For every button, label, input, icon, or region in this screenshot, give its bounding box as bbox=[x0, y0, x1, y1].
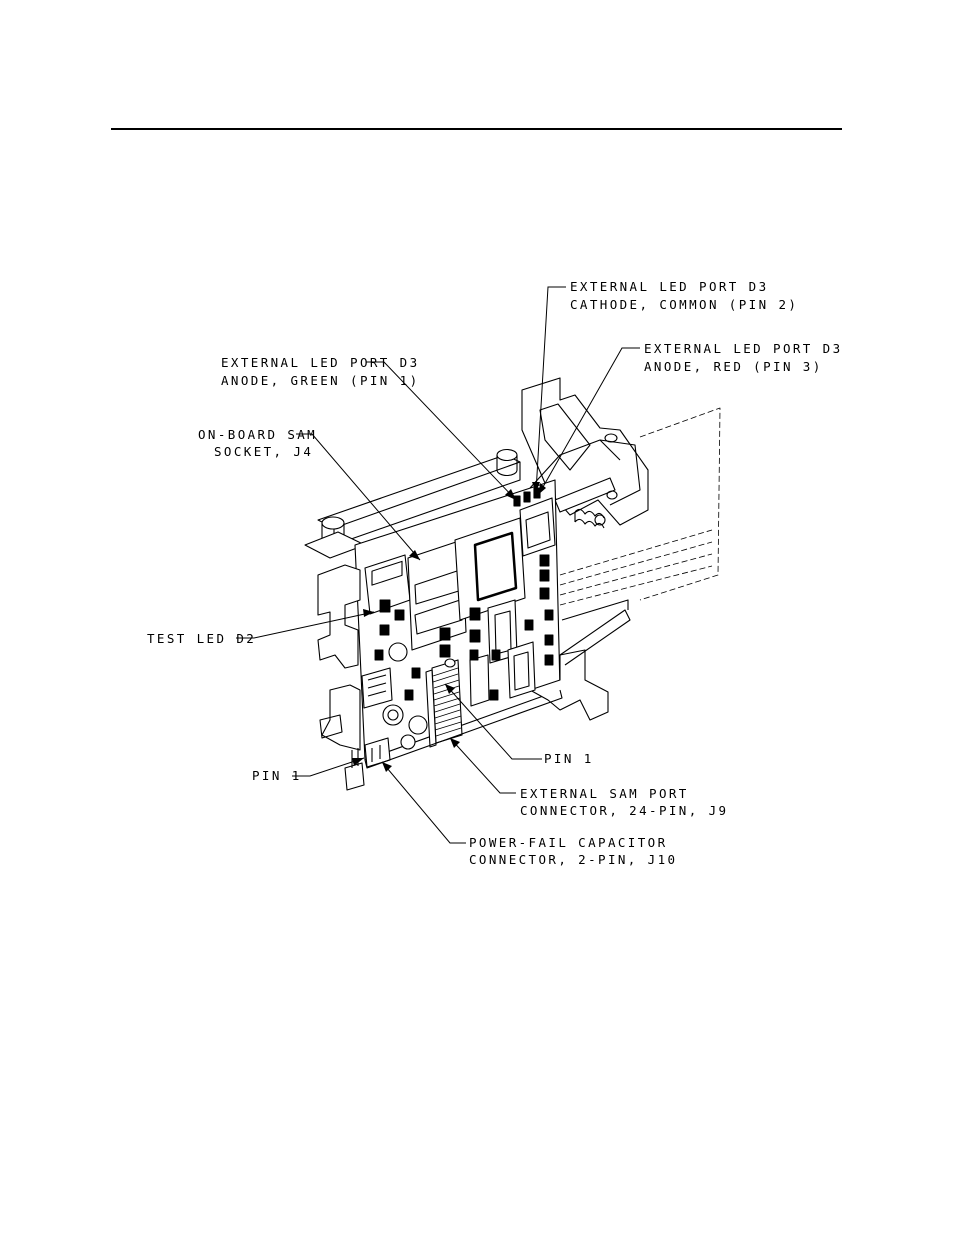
leader-lines bbox=[236, 286, 640, 844]
callout-labels: EXTERNAL LED PORT D3 CATHODE, COMMON (PI… bbox=[147, 279, 852, 867]
card-outline bbox=[559, 407, 721, 606]
label-d3-red: EXTERNAL LED PORT D3 ANODE, RED (PIN 3) bbox=[644, 341, 852, 374]
leader-d3-cathode bbox=[535, 286, 566, 493]
label-pin1-left: PIN 1 bbox=[252, 768, 302, 783]
sam-port-j9 bbox=[425, 658, 463, 748]
sam-socket-j4 bbox=[364, 539, 467, 651]
leader-pin1-left bbox=[292, 757, 365, 777]
label-d3-cathode: EXTERNAL LED PORT D3 CATHODE, COMMON (PI… bbox=[570, 279, 798, 312]
capacitors bbox=[382, 642, 428, 750]
left-bracket bbox=[317, 564, 361, 669]
label-pin1-right: PIN 1 bbox=[544, 751, 594, 766]
label-power-fail: POWER-FAIL CAPACITOR CONNECTOR, 2-PIN, J… bbox=[469, 835, 677, 867]
leader-d3-red bbox=[538, 347, 640, 495]
leader-sam-socket bbox=[296, 433, 421, 561]
left-header bbox=[361, 667, 393, 709]
arrowheads bbox=[352, 482, 546, 772]
leader-test-led bbox=[236, 611, 375, 639]
label-sam-port: EXTERNAL SAM PORT CONNECTOR, 24-PIN, J9 bbox=[520, 786, 728, 818]
leader-pin1-right bbox=[444, 683, 542, 760]
leader-power-fail bbox=[381, 761, 466, 844]
spring bbox=[574, 508, 605, 529]
bottom-bracket bbox=[529, 649, 609, 721]
label-d3-green: EXTERNAL LED PORT D3 ANODE, GREEN (PIN 1… bbox=[221, 355, 429, 388]
label-test-led: TEST LED D2 bbox=[147, 631, 256, 646]
processor-chip bbox=[454, 517, 526, 621]
leader-sam-port bbox=[449, 737, 516, 794]
j10-connector bbox=[344, 737, 391, 791]
leader-d3-green bbox=[366, 361, 517, 501]
label-sam-socket: ON-BOARD SAM SOCKET, J4 bbox=[198, 427, 327, 459]
standoff-right bbox=[496, 448, 518, 477]
board-illustration bbox=[304, 377, 721, 791]
